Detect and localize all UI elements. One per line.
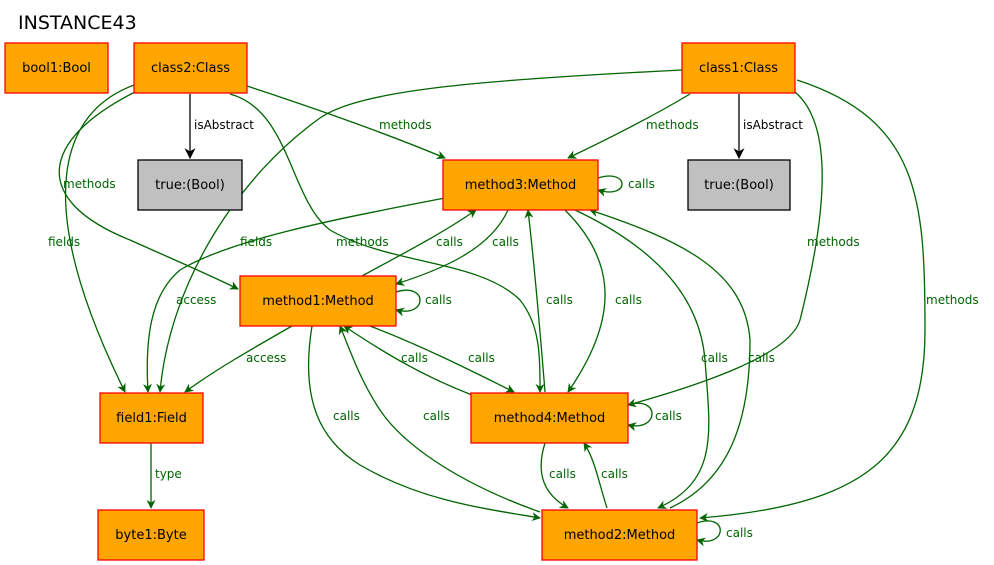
edge-label: methods <box>807 235 860 249</box>
edge-label: calls <box>423 409 450 423</box>
edge-class1-method2: methods <box>699 79 979 522</box>
node-label: method1:Method <box>262 294 374 309</box>
node-method2[interactable]: method2:Method <box>541 509 698 561</box>
node-label: true:(Bool) <box>704 178 774 193</box>
edge-class1-method3: methods <box>567 93 699 159</box>
node-label: byte1:Byte <box>115 528 186 543</box>
edge-method4-method1: calls <box>343 325 473 396</box>
edge-label: methods <box>379 118 432 132</box>
edge-field1-byte1: type <box>146 443 182 509</box>
edge-label: calls <box>601 467 628 481</box>
edge-method1-self: calls <box>395 289 452 317</box>
edge-label: calls <box>546 293 573 307</box>
node-label: class1:Class <box>699 61 778 76</box>
edge-label: methods <box>336 235 389 249</box>
edges: isAbstract isAbstract methods methods me… <box>48 69 979 547</box>
edge-method4-method2: calls <box>540 442 576 509</box>
edge-class1-method4: methods <box>627 91 860 408</box>
edge-class2-method4: methods <box>229 93 545 393</box>
edge-method3-method4: calls <box>564 209 642 393</box>
edge-label: calls <box>549 467 576 481</box>
edge-label: calls <box>628 177 655 191</box>
node-method4[interactable]: method4:Method <box>470 392 629 444</box>
node-label: method2:Method <box>564 528 676 543</box>
node-method1[interactable]: method1:Method <box>239 275 397 327</box>
edge-label: calls <box>492 235 519 249</box>
edge-method3-field1: access <box>143 197 446 393</box>
node-bool1[interactable]: bool1:Bool <box>4 42 109 94</box>
edge-method2-method1: calls <box>338 325 541 513</box>
nodes: bool1:Bool class2:Class class1:Class tru… <box>4 42 796 561</box>
edge-label: calls <box>425 293 452 307</box>
edge-label: calls <box>701 351 728 365</box>
edge-label: methods <box>646 118 699 132</box>
edge-label: calls <box>748 351 775 365</box>
edge-method2-self: calls <box>696 520 753 547</box>
edge-label: fields <box>48 235 80 249</box>
edge-label: methods <box>63 177 116 191</box>
edge-label: type <box>155 467 182 481</box>
edge-label: calls <box>655 409 682 423</box>
edge-label: calls <box>468 351 495 365</box>
node-label: class2:Class <box>151 61 230 76</box>
edge-method1-method2: calls <box>308 325 541 522</box>
node-label: field1:Field <box>116 411 187 426</box>
node-class2[interactable]: class2:Class <box>133 42 248 94</box>
edge-method2-method3: calls <box>589 208 775 509</box>
edge-label: access <box>176 293 216 307</box>
edge-label: calls <box>436 235 463 249</box>
edge-class1-field1: fields <box>156 69 683 393</box>
edge-label: access <box>246 351 286 365</box>
edge-label: isAbstract <box>194 118 254 132</box>
node-method3[interactable]: method3:Method <box>442 159 599 211</box>
node-true-b[interactable]: true:(Bool) <box>687 159 791 211</box>
node-class1[interactable]: class1:Class <box>681 42 796 94</box>
edge-method2-method4: calls <box>583 442 628 509</box>
edge-label: isAbstract <box>743 118 803 132</box>
edge-label: calls <box>726 526 753 540</box>
edge-method1-method4: calls <box>369 325 515 393</box>
edge-label: calls <box>615 293 642 307</box>
edge-class2-method3: methods <box>246 85 446 160</box>
edge-class2-true-a: isAbstract <box>184 94 254 160</box>
edge-method3-method1: calls <box>395 209 519 286</box>
edge-method1-field1: access <box>184 325 293 393</box>
edge-method4-method3: calls <box>524 209 573 393</box>
edge-class1-true-b: isAbstract <box>733 94 803 160</box>
edge-method1-method3: calls <box>361 209 477 277</box>
edge-method3-method2: calls <box>574 209 728 509</box>
node-byte1[interactable]: byte1:Byte <box>97 509 205 561</box>
node-true-a[interactable]: true:(Bool) <box>137 159 243 211</box>
edge-label: calls <box>401 351 428 365</box>
edge-method4-self: calls <box>627 402 682 432</box>
node-field1[interactable]: field1:Field <box>99 392 204 444</box>
node-label: method3:Method <box>465 178 577 193</box>
node-label: bool1:Bool <box>22 61 91 76</box>
node-label: method4:Method <box>494 411 606 426</box>
edge-class2-field1: fields <box>48 83 138 393</box>
edge-label: fields <box>240 235 272 249</box>
edge-method3-self: calls <box>597 175 655 197</box>
diagram-title: INSTANCE43 <box>18 12 137 34</box>
edge-label: methods <box>926 293 979 307</box>
edge-label: calls <box>333 409 360 423</box>
node-label: true:(Bool) <box>155 178 225 193</box>
